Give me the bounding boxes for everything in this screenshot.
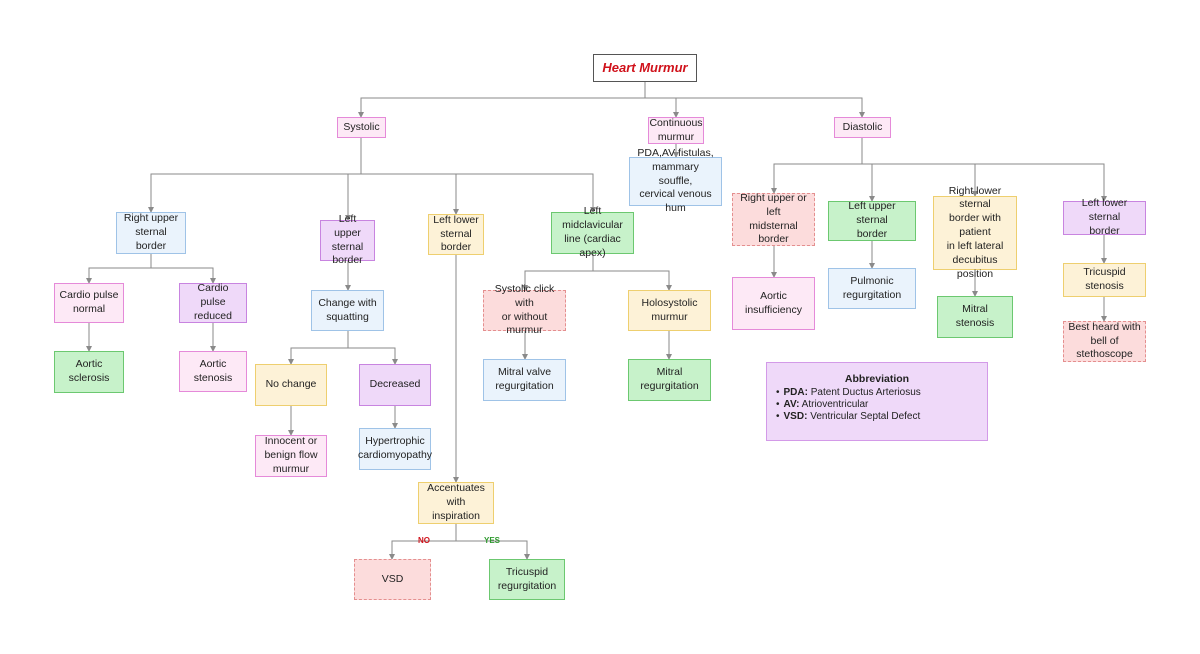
hypertrophic-cardiomyopathy-node: Hypertrophic cardiomyopathy (358, 428, 432, 470)
left-lower-sternal-diastolic-node: Left lower sternal border (1063, 197, 1146, 237)
diastolic-node: Diastolic (834, 117, 891, 138)
left-upper-sternal-diastolic-node: Left upper sternal border (828, 200, 916, 241)
connector-arrow (771, 138, 863, 194)
connector-arrow (345, 173, 361, 221)
connector-arrow (148, 138, 362, 213)
mitral-stenosis-node: Mitral stenosis (937, 296, 1013, 338)
connector-arrow (593, 270, 672, 291)
connector-arrow (348, 347, 398, 365)
best-heard-bell-node: Best heard with bell of stethoscope (1063, 321, 1146, 362)
pulmonic-regurgitation-node: Pulmonic regurgitation (828, 268, 916, 309)
abbreviation-box: Abbreviation PDA: Patent Ductus Arterios… (766, 362, 988, 441)
connector-arrow (645, 97, 679, 118)
no-label: NO (418, 536, 430, 545)
left-lower-sternal-node: Left lower sternal border (428, 214, 484, 255)
connector-arrow (288, 331, 349, 365)
connector-arrow (389, 524, 457, 560)
innocent-flow-murmur-node: Innocent or benign flow murmur (255, 435, 327, 477)
left-midclavicular-node: Left midclavicular line (cardiac apex) (551, 205, 634, 259)
cardio-pulse-normal-node: Cardio pulse normal (54, 283, 124, 323)
connector-arrow (862, 163, 1107, 202)
connector-arrow (645, 97, 865, 118)
connector-arrow (86, 254, 152, 284)
abbreviation-item: PDA: Patent Ductus Arteriosus (784, 387, 979, 399)
left-upper-sternal-node: Left upper sternal border (320, 213, 375, 266)
mitral-regurgitation-node: Mitral regurgitation (628, 359, 711, 401)
systolic-node: Systolic (337, 117, 386, 138)
connector-arrow (358, 82, 646, 118)
connector-arrow (522, 254, 594, 291)
holosystolic-murmur-node: Holosystolic murmur (628, 290, 711, 331)
connector-arrow (456, 540, 530, 560)
change-with-squatting-node: Change with squatting (311, 290, 384, 331)
aortic-insufficiency-node: Aortic insufficiency (732, 277, 815, 330)
connector-arrow (361, 173, 596, 213)
decreased-node: Decreased (359, 364, 431, 406)
abbreviation-item: AV: Atrioventricular (784, 399, 979, 411)
vsd-node: VSD (354, 559, 431, 600)
pda-fistulas-node: PDA,AV fistulas, mammary souffle, cervic… (629, 147, 722, 214)
title-node: Heart Murmur (593, 54, 697, 82)
mitral-valve-regurgitation-node: Mitral valve regurgitation (483, 359, 566, 401)
connector-arrow (862, 163, 875, 202)
aortic-sclerosis-node: Aortic sclerosis (54, 351, 124, 393)
abbreviation-item: VSD: Ventricular Septal Defect (784, 411, 979, 423)
right-lower-sternal-patient-node: Right lower sternal border with patient … (933, 185, 1017, 280)
right-upper-sternal-node: Right upper sternal border (116, 212, 186, 254)
accentuates-inspiration-node: Accentuates with inspiration (418, 482, 494, 524)
tricuspid-regurgitation-node: Tricuspid regurgitation (489, 559, 565, 600)
abbreviation-list: PDA: Patent Ductus Arteriosus AV: Atriov… (775, 387, 979, 423)
tricuspid-stenosis-node: Tricuspid stenosis (1063, 263, 1146, 297)
connector-arrow (151, 267, 216, 284)
abbreviation-heading: Abbreviation (844, 373, 910, 385)
right-upper-left-midsternal-node: Right upper or left midsternal border (732, 192, 815, 246)
cardio-pulse-reduced-node: Cardio pulse reduced (179, 282, 247, 323)
systolic-click-node: Systolic click with or without murmur (483, 283, 566, 336)
aortic-stenosis-node: Aortic stenosis (179, 351, 247, 392)
yes-label: YES (484, 536, 501, 545)
no-change-node: No change (255, 364, 327, 406)
connector-arrow (361, 173, 459, 215)
continuous-murmur-node: Continuous murmur (648, 116, 704, 144)
